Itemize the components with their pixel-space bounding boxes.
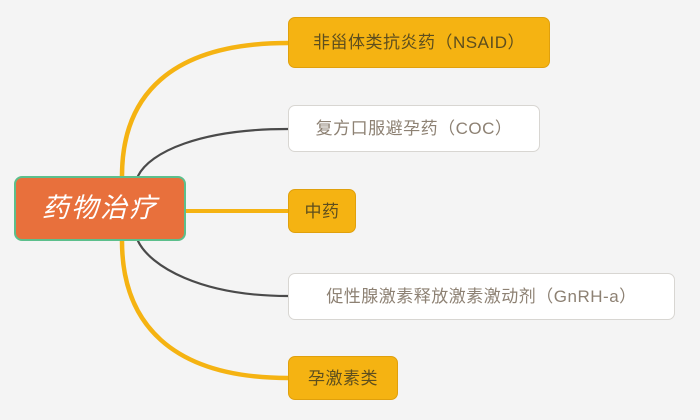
- branch-node-coc-label: 复方口服避孕药（COC）: [315, 119, 513, 138]
- connector-progest: [119, 238, 291, 381]
- root-node-label: 药物治疗: [42, 193, 158, 223]
- branch-node-progest[interactable]: 孕激素类: [288, 356, 398, 400]
- connector-coc: [136, 127, 290, 178]
- branch-node-tcm-label: 中药: [304, 201, 340, 221]
- branch-node-gnrha-label: 促性腺激素释放激素激动剂（GnRH-a）: [326, 287, 637, 306]
- branch-node-progest-label: 孕激素类: [308, 368, 378, 388]
- root-node[interactable]: 药物治疗: [14, 176, 186, 241]
- branch-node-tcm[interactable]: 中药: [288, 189, 356, 233]
- branch-node-nsaid[interactable]: 非甾体类抗炎药（NSAID）: [288, 17, 550, 68]
- branch-node-coc[interactable]: 复方口服避孕药（COC）: [288, 105, 540, 152]
- branch-node-nsaid-label: 非甾体类抗炎药（NSAID）: [313, 33, 525, 52]
- connector-nsaid: [119, 40, 291, 179]
- branch-node-gnrha[interactable]: 促性腺激素释放激素激动剂（GnRH-a）: [288, 273, 675, 320]
- connector-gnrha: [136, 239, 290, 298]
